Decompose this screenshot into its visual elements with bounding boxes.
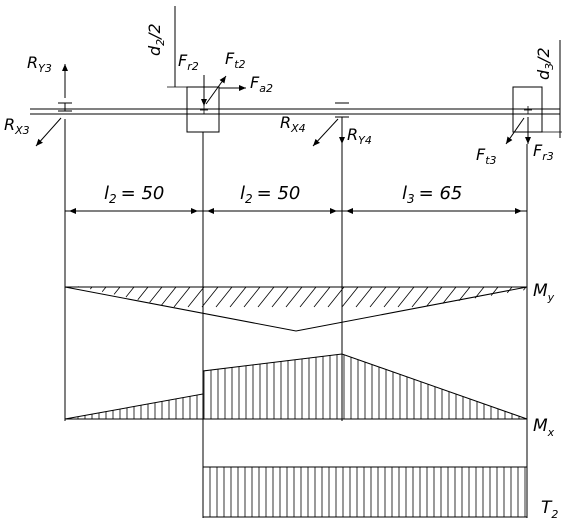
hatch-line (442, 286, 457, 304)
hatch-line (299, 286, 317, 308)
rx4-arrow (312, 118, 339, 147)
support-right (312, 102, 349, 147)
shaft-scheme (30, 6, 562, 147)
torque-hatching (209, 467, 526, 517)
rx4-label: RX4 (280, 113, 306, 135)
hatch-line (474, 286, 485, 299)
hatch-line (257, 286, 275, 308)
hatch-line (426, 286, 443, 307)
hatch-line (383, 286, 401, 308)
hatch-line (355, 286, 373, 308)
dim-label-3: l3= 65 (402, 183, 462, 206)
hatch-line (229, 286, 247, 308)
my-hatching (77, 286, 527, 308)
hatch-line (101, 286, 107, 293)
rx3-label: RX3 (4, 115, 30, 137)
hatch-line (113, 286, 121, 295)
support-left (35, 64, 72, 147)
moment-x-diagram (64, 353, 528, 420)
ry4-label: RY4 (347, 125, 372, 147)
hatch-line (137, 286, 149, 301)
ft3-arrow (505, 117, 525, 145)
fr3-label: Fr3 (533, 141, 554, 163)
ft2-arrow (205, 75, 227, 105)
t2-label: T2 (541, 498, 558, 521)
hatch-line (173, 286, 191, 308)
my-label: My (533, 281, 555, 304)
fr2-label: Fr2 (178, 51, 199, 73)
hatch-line (458, 286, 471, 302)
ry3-label: RY3 (27, 53, 52, 75)
hatch-line (411, 286, 429, 308)
hatch-line (369, 286, 387, 308)
hatch-line (90, 286, 93, 290)
ft2-label: Ft2 (225, 49, 246, 71)
hatch-line (243, 286, 261, 308)
hatch-line (523, 286, 527, 291)
hatch-line (161, 286, 177, 306)
d2-label: d2/2 (145, 23, 167, 56)
d3-label: d3/2 (534, 47, 556, 80)
torque-diagram (202, 466, 528, 518)
hatch-line (125, 286, 135, 298)
mx-hatching (70, 354, 527, 419)
hatch-line (215, 286, 233, 308)
hatch-line (285, 286, 303, 308)
hatch-line (313, 286, 331, 308)
ft3-label: Ft3 (476, 145, 497, 167)
rx3-arrow (35, 117, 62, 147)
hatch-line (397, 286, 415, 308)
mx-label: Mx (533, 416, 555, 439)
gear-2 (167, 6, 246, 133)
hatch-line (149, 286, 163, 303)
gear-3 (505, 40, 562, 145)
hatch-line (201, 286, 219, 308)
hatch-line (187, 286, 205, 308)
hatch-line (490, 286, 499, 296)
labels: RY3 RX3 d2/2 Fr2 Ft2 Fa2 RX4 RY4 (4, 23, 558, 521)
hatch-line (327, 286, 345, 308)
fa2-label: Fa2 (250, 73, 273, 95)
hatch-line (341, 286, 359, 308)
hatch-line (506, 286, 513, 294)
moment-y-diagram (64, 286, 528, 332)
reference-lines (64, 119, 528, 518)
dim-label-1: l2= 50 (104, 183, 164, 206)
dim-label-2: l2= 50 (240, 183, 300, 206)
hatch-line (271, 286, 289, 308)
